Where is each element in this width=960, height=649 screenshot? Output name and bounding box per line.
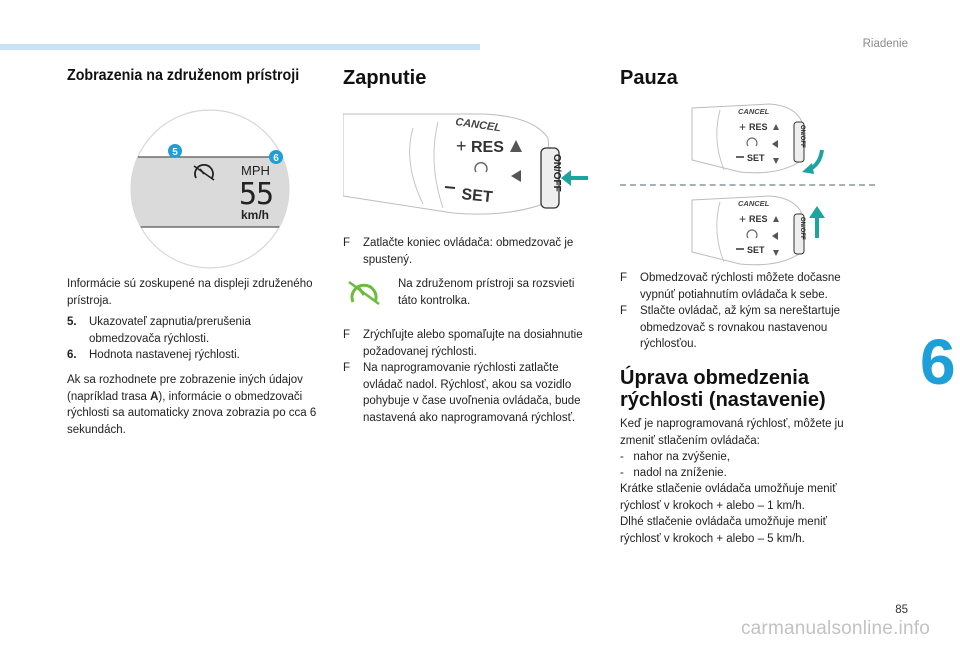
adjust-title: Úprava obmedzenia rýchlosti (nastavenie) xyxy=(620,367,826,411)
pull-arrow-icon xyxy=(802,149,824,174)
set-label: SET xyxy=(461,186,494,206)
col1-item-6: 6.Hodnota nastavenej rýchlosti. xyxy=(67,349,240,361)
svg-text:+: + xyxy=(456,136,467,156)
unit-mph: MPH xyxy=(241,163,270,178)
marker-6: 6 xyxy=(273,153,279,164)
col1-note: Ak sa rozhodnete pre zobrazenie iných úd… xyxy=(67,374,317,436)
limiter-lamp-icon xyxy=(347,278,383,313)
svg-text:+: + xyxy=(739,120,746,134)
col2-title: Zapnutie xyxy=(343,67,427,89)
page-number: 85 xyxy=(895,604,908,616)
header-accent-bar xyxy=(0,44,480,50)
set-label: SET xyxy=(747,245,765,255)
section-label: Riadenie xyxy=(862,38,908,50)
watermark: carmanualsonline.info xyxy=(740,618,930,639)
col3-line-1: Keď je naprogramovaná rýchlosť, môžete j… xyxy=(620,418,844,447)
col3-line-4: Krátke stlačenie ovládača umožňuje meniť… xyxy=(620,483,837,512)
unit-kmh: km/h xyxy=(241,208,269,222)
res-label: RES xyxy=(749,122,768,132)
marker-5-badge xyxy=(168,144,182,158)
instrument-cluster-figure: MPH 55 km/h 5 6 xyxy=(115,108,305,275)
speed-limiter-icon xyxy=(193,164,215,181)
res-label: RES xyxy=(749,214,768,224)
cancel-label: CANCEL xyxy=(455,116,502,134)
stalk-resume-figure: CANCEL + RES SET ON/OFF xyxy=(690,192,830,275)
onoff-label: ON/OFF xyxy=(551,154,562,192)
marker-5: 5 xyxy=(172,147,178,158)
speed-value: 55 xyxy=(239,177,273,212)
col1-item-5: 5.Ukazovateľ zapnutia/prerušenia obmedzo… xyxy=(67,316,251,345)
col3-title: Pauza xyxy=(620,67,678,89)
col3-line-5: Dlhé stlačenie ovládača umožňuje meniť r… xyxy=(620,516,827,545)
col2-lamp-text: Na združenom prístroji sa rozsvieti táto… xyxy=(398,278,575,307)
onoff-label: ON/OFF xyxy=(799,217,805,240)
col3-line-2: - nahor na zvýšenie, xyxy=(620,451,730,463)
figure-divider xyxy=(620,184,875,186)
chapter-number-tab: 6 xyxy=(920,322,960,402)
cancel-label: CANCEL xyxy=(738,107,770,116)
set-label: SET xyxy=(747,153,765,163)
cancel-label: CANCEL xyxy=(738,199,770,208)
marker-6-badge xyxy=(269,150,283,164)
svg-text:+: + xyxy=(739,212,746,226)
stalk-activate-figure: CANCEL RES + SET ON/OFF xyxy=(342,108,593,223)
push-up-arrow-icon xyxy=(809,206,825,238)
col3-line-3: - nadol na zníženie. xyxy=(620,467,727,479)
res-label: RES xyxy=(471,139,504,156)
push-arrow-icon xyxy=(561,170,588,186)
onoff-label: ON/OFF xyxy=(799,125,805,148)
stalk-pause-figure: CANCEL + RES SET ON/OFF xyxy=(690,100,830,183)
col1-title: Zobrazenia na združenom prístroji xyxy=(67,67,300,84)
col1-intro: Informácie sú zoskupené na displeji zdru… xyxy=(67,278,313,307)
